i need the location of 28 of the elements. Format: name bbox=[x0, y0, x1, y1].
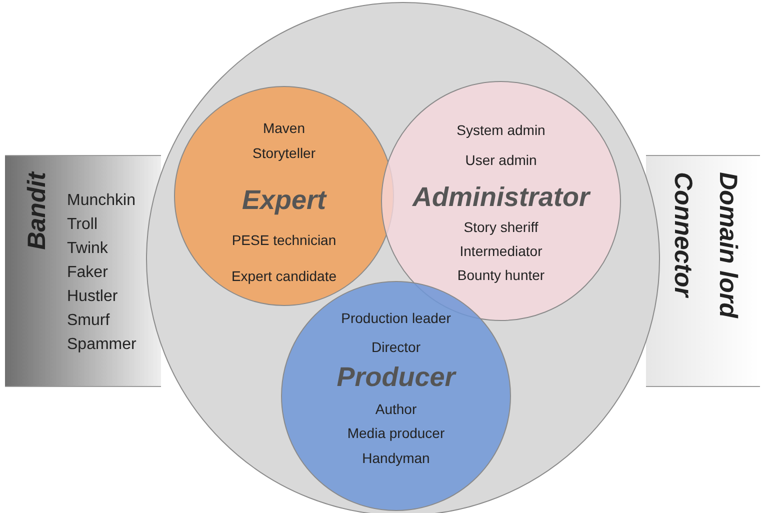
role-label: Faker bbox=[67, 264, 108, 282]
role-label: User admin bbox=[465, 152, 537, 168]
role-label: Spammer bbox=[67, 336, 136, 354]
role-label: Production leader bbox=[341, 310, 451, 326]
role-label: Story sheriff bbox=[464, 219, 538, 235]
role-label: Storyteller bbox=[252, 145, 316, 161]
role-label: Expert candidate bbox=[231, 268, 337, 284]
role-label: Twink bbox=[67, 240, 108, 258]
group-label: Connector bbox=[668, 172, 697, 297]
role-label: Munchkin bbox=[67, 192, 136, 210]
role-label: PESE technician bbox=[232, 232, 336, 248]
group-label: Bandit bbox=[23, 172, 52, 250]
role-label: Intermediator bbox=[460, 243, 542, 259]
group-label: Administrator bbox=[412, 182, 590, 213]
role-label: Director bbox=[371, 339, 420, 355]
role-label: Hustler bbox=[67, 288, 118, 306]
role-label: Maven bbox=[262, 120, 306, 136]
role-label: Smurf bbox=[67, 312, 110, 330]
role-label: Media producer bbox=[347, 425, 445, 441]
group-label: Domain lord bbox=[713, 172, 742, 318]
role-label: Bounty hunter bbox=[457, 267, 545, 283]
group-label: Producer bbox=[336, 362, 456, 393]
role-label: Author bbox=[375, 401, 417, 417]
role-label: Troll bbox=[67, 216, 98, 234]
role-label: System admin bbox=[456, 122, 546, 138]
group-label: Expert bbox=[242, 185, 326, 216]
role-label: Handyman bbox=[362, 450, 430, 466]
band-panel bbox=[5, 155, 161, 387]
